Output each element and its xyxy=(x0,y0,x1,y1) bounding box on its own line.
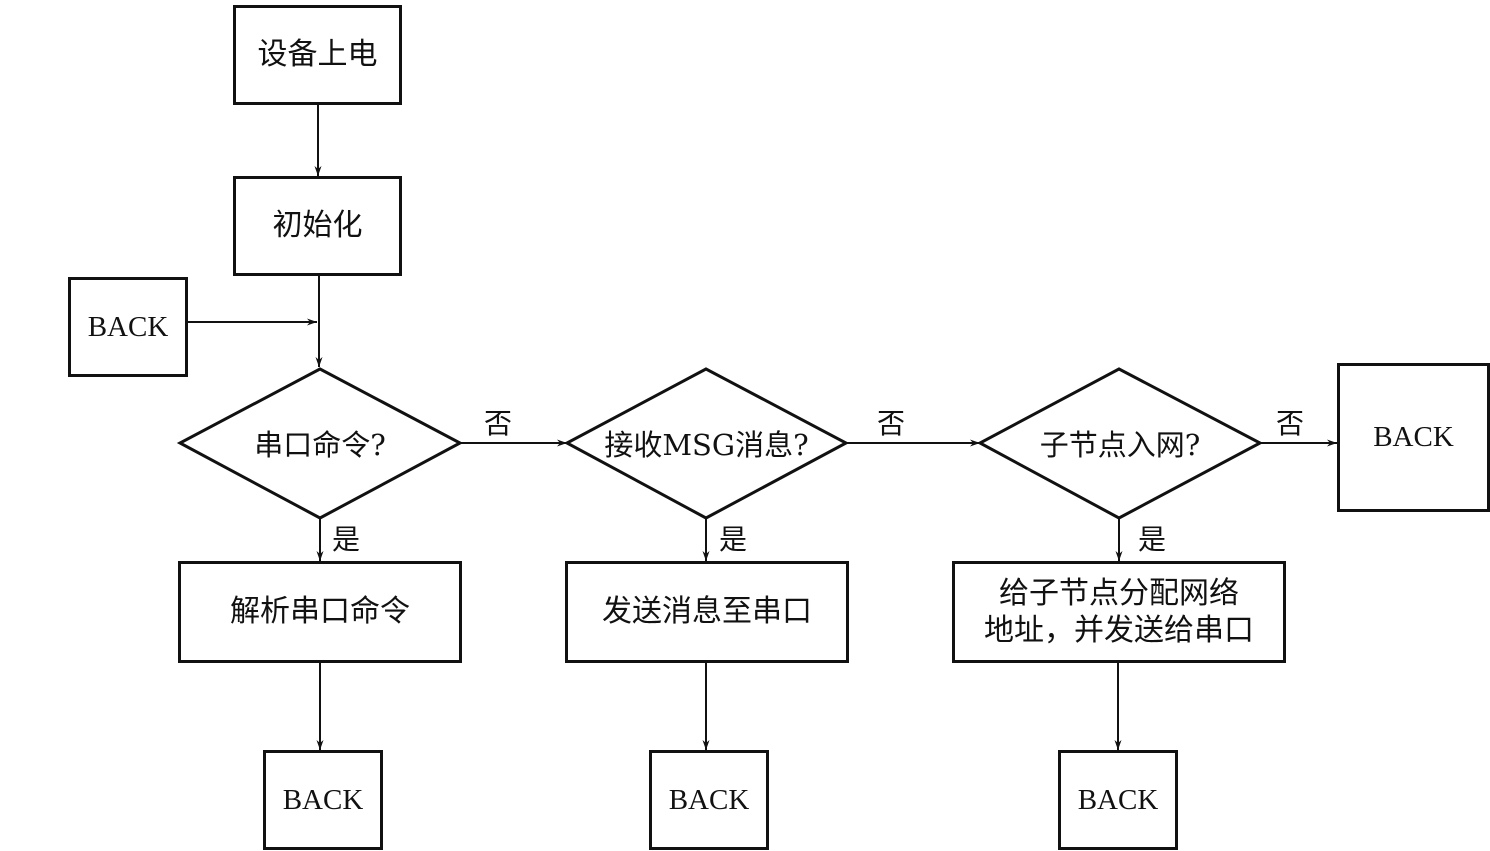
node-back-left-label: BACK xyxy=(87,310,169,343)
node-back-left: BACK xyxy=(68,277,188,377)
edge-label-no-1: 否 xyxy=(484,407,513,440)
decision-recv-msg-shape xyxy=(563,367,850,520)
node-assign-address-line2: 地址，并发送给串口 xyxy=(984,613,1254,648)
edge-label-yes-2: 是 xyxy=(719,523,748,556)
decision-child-join-label: 子节点入网? xyxy=(1039,428,1201,462)
node-init-label: 初始化 xyxy=(272,208,363,244)
node-send-msg-serial-label: 发送消息至串口 xyxy=(602,594,812,630)
node-assign-address-line1: 给子节点分配网络 xyxy=(999,575,1239,611)
decision-child-join-shape xyxy=(976,367,1264,520)
node-back-bottom-1: BACK xyxy=(263,750,383,850)
node-back-bottom-2-label: BACK xyxy=(668,783,750,816)
edge-label-yes-1: 是 xyxy=(332,523,361,556)
node-power-on: 设备上电 xyxy=(233,5,402,105)
edge-label-yes-3: 是 xyxy=(1138,523,1167,556)
node-back-bottom-3: BACK xyxy=(1058,750,1178,850)
node-back-bottom-2: BACK xyxy=(649,750,769,850)
node-power-on-label: 设备上电 xyxy=(257,37,378,73)
node-back-bottom-3-label: BACK xyxy=(1077,783,1159,816)
node-send-msg-serial: 发送消息至串口 xyxy=(565,561,849,663)
node-back-bottom-1-label: BACK xyxy=(282,783,364,816)
edge-label-no-3: 否 xyxy=(1276,407,1305,440)
edge-label-no-2: 否 xyxy=(877,407,906,440)
node-assign-address: 给子节点分配网络 地址，并发送给串口 xyxy=(952,561,1286,663)
decision-recv-msg-label: 接收MSG消息? xyxy=(604,428,809,462)
node-back-right-label: BACK xyxy=(1373,421,1454,454)
node-parse-serial-cmd: 解析串口命令 xyxy=(178,561,462,663)
decision-serial-cmd-shape xyxy=(176,367,464,520)
node-back-right: BACK xyxy=(1337,363,1490,512)
decision-serial-cmd-label: 串口命令? xyxy=(254,428,386,462)
node-init: 初始化 xyxy=(233,176,402,276)
node-parse-serial-cmd-label: 解析串口命令 xyxy=(230,594,410,630)
